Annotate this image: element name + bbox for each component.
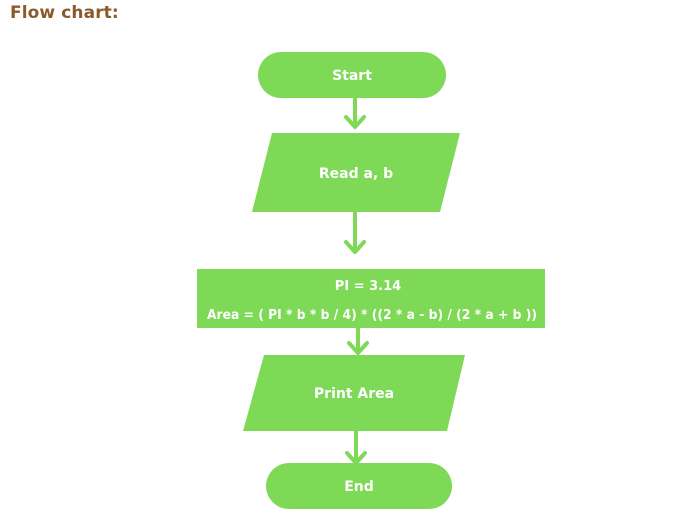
output-node: Print Area <box>243 355 465 431</box>
process-line-1: PI = 3.14 <box>335 279 401 294</box>
start-node: Start <box>258 52 446 98</box>
rectangle-shape <box>197 269 545 328</box>
input-label: Read a, b <box>319 166 393 182</box>
end-label: End <box>344 479 374 495</box>
arrow-output-to-end <box>345 431 367 465</box>
page-title: Flow chart: <box>10 3 119 23</box>
arrow-start-to-input <box>344 97 366 129</box>
parallelogram-shape <box>252 133 460 212</box>
end-node: End <box>266 463 452 509</box>
terminator-shape <box>258 52 446 98</box>
input-node: Read a, b <box>252 133 460 212</box>
output-label: Print Area <box>314 386 394 402</box>
process-line-2: Area = ( PI * b * b / 4) * ((2 * a - b) … <box>207 308 537 323</box>
arrow-input-to-process <box>344 212 366 254</box>
start-label: Start <box>332 68 372 84</box>
terminator-shape <box>266 463 452 509</box>
connectors <box>344 97 369 465</box>
arrow-process-to-output <box>347 327 369 355</box>
process-node: PI = 3.14 Area = ( PI * b * b / 4) * ((2… <box>197 269 545 328</box>
parallelogram-shape <box>243 355 465 431</box>
